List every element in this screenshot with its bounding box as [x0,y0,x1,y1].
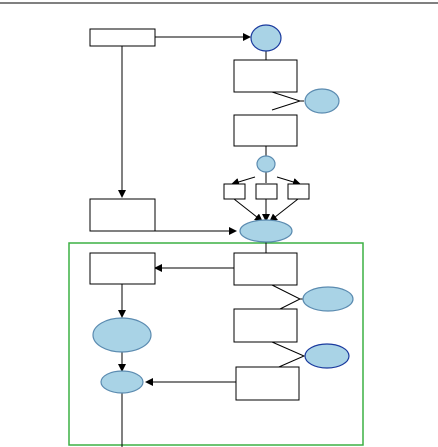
process-box[interactable] [233,59,298,93]
connectors [118,33,306,447]
state-oval[interactable] [100,370,144,394]
connector [233,198,263,222]
state-oval[interactable] [256,155,276,173]
state-oval[interactable] [239,219,293,243]
connector [271,341,306,371]
state-oval[interactable] [304,88,340,114]
connector [276,176,301,186]
process-box[interactable] [233,308,298,343]
process-box[interactable] [89,198,156,232]
process-box[interactable] [89,252,156,285]
connector [269,198,299,222]
process-box[interactable] [235,366,300,401]
process-box[interactable] [255,183,278,200]
process-box[interactable] [223,183,246,200]
rect-nodes [89,28,310,401]
state-oval[interactable] [304,343,350,369]
connector [231,176,256,186]
state-oval[interactable] [92,317,152,353]
process-box[interactable] [233,252,298,286]
process-box[interactable] [233,114,298,147]
oval-nodes [92,24,354,394]
group-box [68,242,364,446]
process-box[interactable] [89,28,156,47]
connector [271,91,302,111]
state-oval[interactable] [250,24,282,52]
state-oval[interactable] [302,286,354,312]
process-box[interactable] [287,183,310,200]
